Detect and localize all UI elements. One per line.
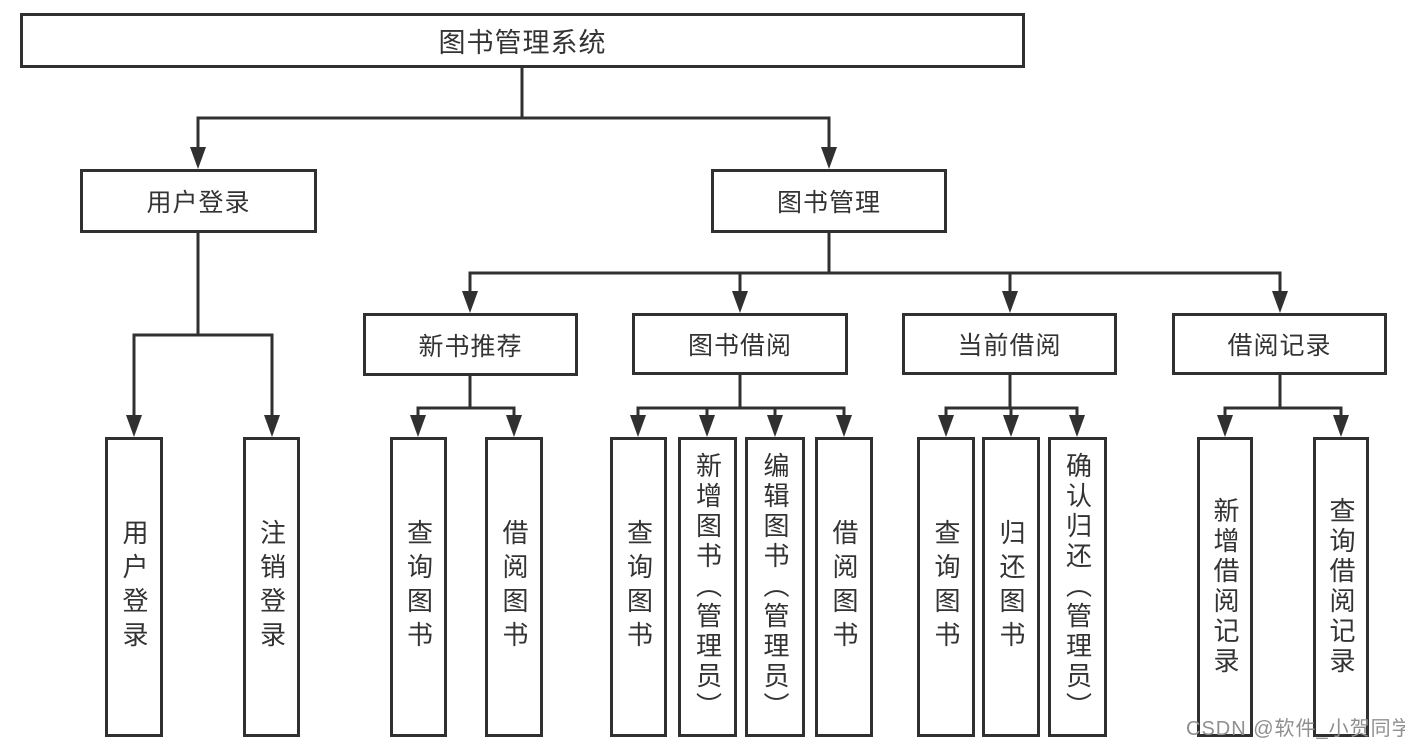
leaf-user-login-label: 用户登录 [119, 519, 149, 655]
leaf-query-borrow-record: 查询借阅记录 [1313, 437, 1369, 737]
node-book-borrow-label: 图书借阅 [687, 332, 792, 360]
leaf-query-borrow-record-label: 查询借阅记录 [1326, 497, 1356, 677]
node-book-borrow: 图书借阅 [632, 313, 848, 375]
node-new-book-recommend-label: 新书推荐 [418, 332, 523, 361]
leaf-borrow-books-recommend: 借阅图书 [485, 437, 543, 737]
leaf-borrow-books-recommend-label: 借阅图书 [499, 519, 529, 655]
node-borrow-records-label: 借阅记录 [1227, 332, 1332, 360]
csdn-watermark: CSDN @软件_小贺同学 [1186, 718, 1405, 740]
leaf-query-books-borrow: 查询图书 [610, 437, 667, 737]
leaf-edit-books-admin: 编辑图书（管理员） [745, 437, 805, 737]
leaf-query-books-current: 查询图书 [917, 437, 975, 737]
leaf-query-books-current-label: 查询图书 [931, 519, 961, 655]
leaf-confirm-return-admin-label: 确认归还（管理员） [1062, 452, 1093, 722]
leaf-query-books-recommend-label: 查询图书 [403, 519, 434, 655]
leaf-add-books-admin-label: 新增图书（管理员） [692, 452, 723, 722]
leaf-query-books-borrow-label: 查询图书 [623, 519, 654, 655]
node-current-borrow: 当前借阅 [902, 313, 1117, 375]
leaf-add-borrow-record: 新增借阅记录 [1197, 437, 1253, 737]
leaf-add-borrow-record-label: 新增借阅记录 [1210, 497, 1240, 677]
leaf-add-books-admin: 新增图书（管理员） [678, 437, 737, 737]
leaf-borrow-books-borrow-label: 借阅图书 [829, 519, 859, 655]
leaf-query-books-recommend: 查询图书 [390, 437, 447, 737]
leaf-return-books-label: 归还图书 [996, 519, 1026, 655]
node-borrow-records: 借阅记录 [1172, 313, 1387, 375]
leaf-borrow-books-borrow: 借阅图书 [815, 437, 873, 737]
leaf-user-login: 用户登录 [105, 437, 163, 737]
leaf-edit-books-admin-label: 编辑图书（管理员） [760, 452, 790, 722]
node-user-login: 用户登录 [80, 169, 317, 233]
node-root-system-label: 图书管理系统 [438, 28, 607, 58]
leaf-return-books: 归还图书 [982, 437, 1040, 737]
node-book-management: 图书管理 [711, 169, 947, 233]
node-user-login-label: 用户登录 [146, 189, 251, 217]
node-book-management-label: 图书管理 [776, 189, 881, 217]
leaf-confirm-return-admin: 确认归还（管理员） [1048, 437, 1107, 737]
leaf-logout-login: 注销登录 [243, 437, 300, 737]
node-current-borrow-label: 当前借阅 [957, 332, 1062, 360]
leaf-logout-login-label: 注销登录 [256, 519, 287, 655]
node-new-book-recommend: 新书推荐 [363, 313, 578, 376]
node-root-system: 图书管理系统 [20, 13, 1025, 68]
